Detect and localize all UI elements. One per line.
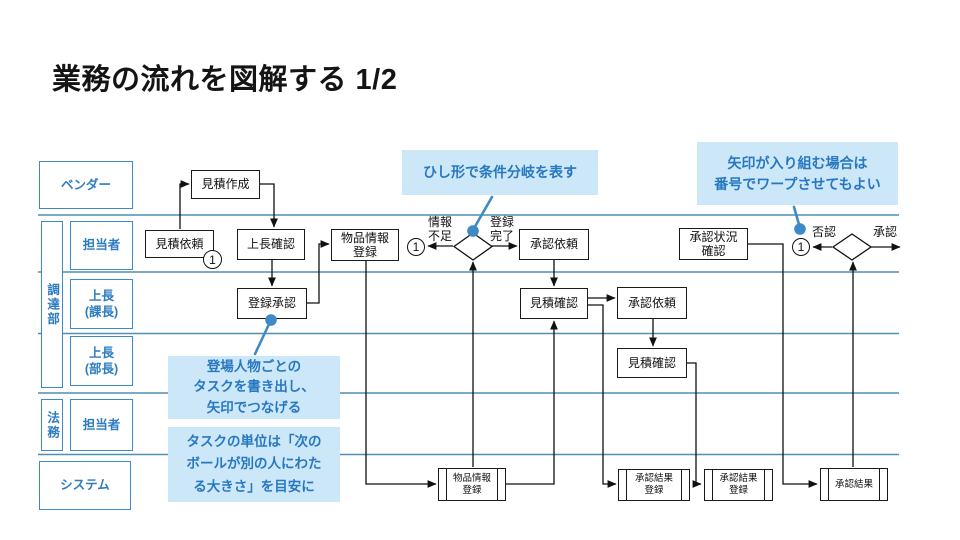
edge-label-registration-done: 登録 完了 (490, 215, 515, 243)
task-item-info-entry: 物品情報 登録 (331, 229, 399, 261)
task-quote-check-2: 見積確認 (617, 348, 687, 378)
system-task-approval-result-entry-2: 承認結果 登録 (704, 469, 773, 501)
lane-legal-group: 法務 (41, 399, 63, 451)
system-task-approval-result-entry-1: 承認結果 登録 (618, 469, 690, 501)
edge-label-approved: 承認 (873, 225, 898, 239)
callout-dot-diamond-note (467, 225, 479, 237)
task-approval-status-check: 承認状況 確認 (679, 228, 748, 260)
callout-pointer-actor-note (253, 320, 272, 356)
warp-marker-insufficient-info: 1 (407, 238, 425, 256)
callout-warp-note: 矢印が入り組む場合は 番号でワープさせてもよい (697, 142, 898, 205)
decision-diamond-registration (452, 232, 494, 261)
system-task-item-info-entry: 物品情報 登録 (438, 468, 506, 501)
task-request-quote: 見積依頼 (145, 230, 214, 258)
task-approval-request-2: 承認依頼 (617, 287, 687, 319)
task-registration-approval: 登録承認 (237, 288, 307, 319)
lane-system: システム (39, 461, 131, 510)
edge-label-insufficient-info: 情報 不足 (428, 215, 453, 243)
callout-diamond-note: ひし形で条件分岐を表す (402, 150, 598, 195)
task-approval-request-1: 承認依頼 (519, 229, 589, 260)
lane-legal-staff: 担当者 (70, 399, 133, 451)
task-superior-check: 上長確認 (237, 229, 305, 260)
lane-vendor: ベンダー (39, 161, 133, 209)
warp-marker-rejected: 1 (792, 238, 810, 256)
callout-task-unit-note: タスクの単位は「次の ボールが別の人にわた る大きさ」を目安に (168, 427, 340, 502)
task-quote-check-1: 見積確認 (520, 288, 588, 319)
system-task-approval-result: 承認結果 (820, 468, 888, 501)
task-create-quote: 見積作成 (191, 170, 260, 199)
lane-manager-department: 上長 (部長) (70, 336, 133, 386)
lane-procurement-staff: 担当者 (70, 221, 133, 270)
callout-pointer-warp-note (792, 205, 802, 230)
edge-label-rejected: 否認 (812, 225, 837, 239)
callout-actor-note: 登場人物ごとの タスクを書き出し、 矢印でつなげる (168, 356, 340, 419)
decision-diamond-approval (831, 233, 873, 261)
slide-title: 業務の流れを図解する 1/2 (52, 64, 398, 96)
callout-dot-warp-note (794, 223, 806, 235)
warp-marker-request-quote: 1 (203, 250, 222, 269)
lane-procurement-group: 調達部 (41, 221, 63, 388)
lane-manager-section: 上長 (課長) (70, 279, 133, 329)
